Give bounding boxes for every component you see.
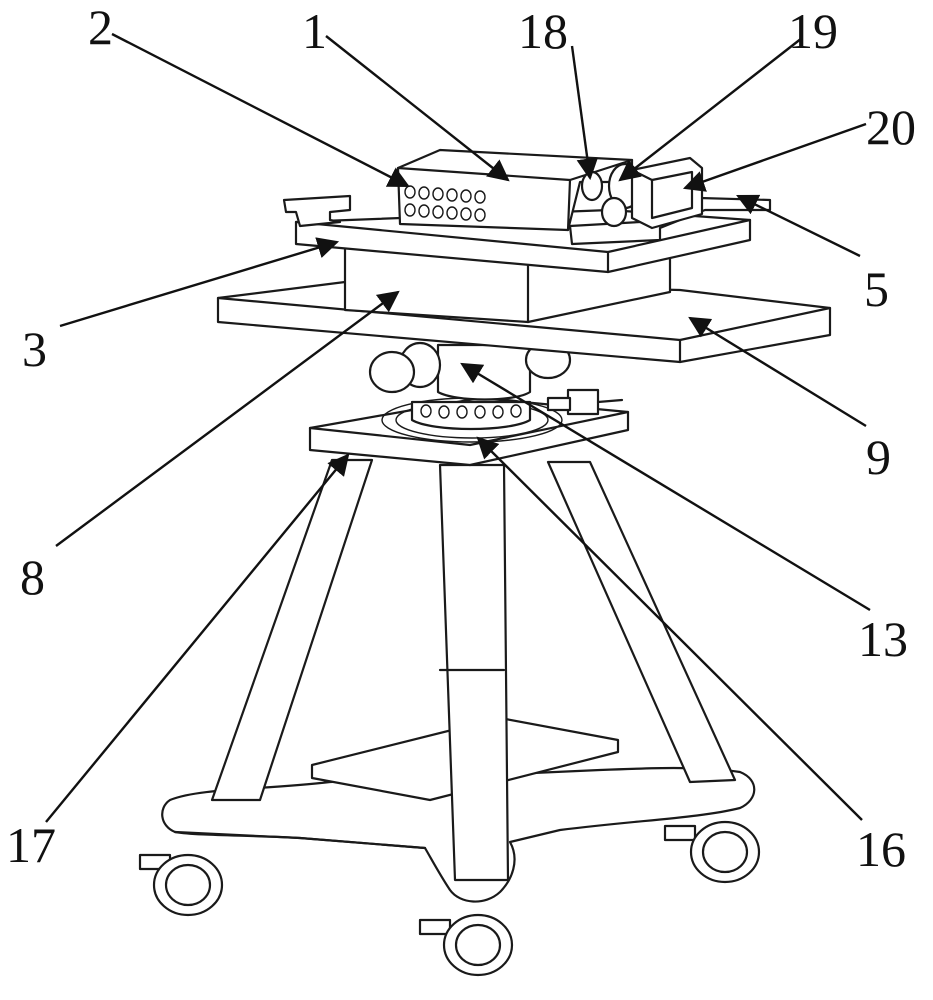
side-motor [566, 388, 600, 416]
adjust-knob [368, 350, 416, 394]
callout-3: 3 [22, 321, 47, 377]
rail-left [282, 194, 352, 228]
leader-lines [45, 32, 871, 823]
caster-front-center [418, 913, 514, 977]
center-column [438, 463, 510, 882]
callout-19: 19 [788, 3, 838, 59]
leg-right [546, 460, 737, 784]
callout-9: 9 [866, 429, 891, 485]
callout-1: 1 [302, 3, 327, 59]
caster-right [663, 820, 761, 884]
callout-18: 18 [518, 3, 568, 59]
pan-head [436, 343, 532, 401]
lens [580, 170, 604, 202]
callout-8: 8 [20, 549, 45, 605]
leg-left [210, 458, 374, 802]
callout-20: 20 [866, 99, 916, 155]
vent-holes [404, 185, 486, 222]
callout-13: 13 [858, 611, 908, 667]
callout-16: 16 [856, 821, 906, 877]
callout-17: 17 [6, 817, 56, 873]
callout-5: 5 [864, 261, 889, 317]
caster-front-left [138, 853, 224, 917]
callout-2: 2 [88, 0, 113, 55]
